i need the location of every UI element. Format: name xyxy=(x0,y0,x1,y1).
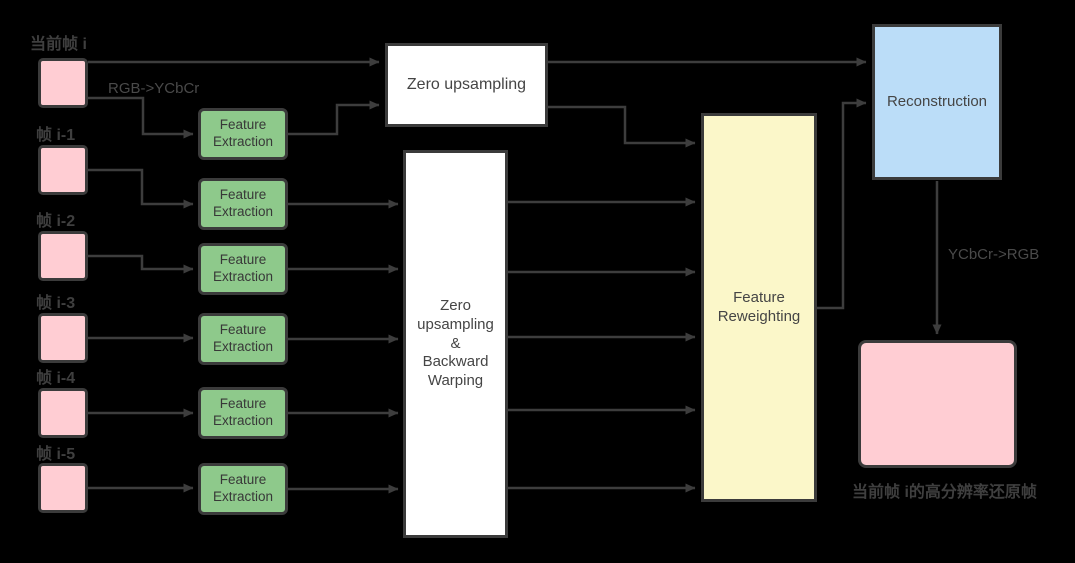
feature-extraction-box-0: Feature Extraction xyxy=(198,108,288,160)
edge-reweighting-to-reconstruction xyxy=(817,98,867,310)
zero-upsampling-backward-warping-box: Zero upsampling & Backward Warping xyxy=(403,150,508,538)
frame-box-i5 xyxy=(38,463,88,513)
edge-zero-upsampling-to-feature-reweighting xyxy=(548,105,696,148)
frame-box-current xyxy=(38,58,88,108)
feature-reweighting-box: Feature Reweighting xyxy=(701,113,817,502)
frame-label-i5: 帧 i-5 xyxy=(36,446,76,463)
frame-label-i4: 帧 i-4 xyxy=(36,370,76,387)
feature-extraction-box-3: Feature Extraction xyxy=(198,313,288,365)
zero-upsampling-box: Zero upsampling xyxy=(385,43,548,127)
reconstruction-box: Reconstruction xyxy=(872,24,1002,180)
edge-frame-i1-to-feature-extraction-1 xyxy=(88,168,194,209)
frame-label-current: 当前帧 i xyxy=(30,36,87,53)
frame-label-i2: 帧 i-2 xyxy=(36,213,76,230)
rgb-to-ycbcr-label: RGB->YCbCr xyxy=(108,80,200,97)
feature-extraction-box-4: Feature Extraction xyxy=(198,387,288,439)
frame-box-i1 xyxy=(38,145,88,195)
edge-feature-extraction-0-to-zero-upsampling xyxy=(288,100,380,136)
ycbcr-to-rgb-label: YCbCr->RGB xyxy=(948,246,1040,263)
frame-box-i3 xyxy=(38,313,88,363)
output-frame-box xyxy=(858,340,1017,468)
frame-box-i4 xyxy=(38,388,88,438)
edge-frame-i-to-feature-extraction-0 xyxy=(88,96,194,139)
feature-extraction-box-1: Feature Extraction xyxy=(198,178,288,230)
output-frame-caption: 当前帧 i的高分辨率还原帧 xyxy=(852,484,1037,501)
feature-extraction-box-2: Feature Extraction xyxy=(198,243,288,295)
feature-extraction-box-5: Feature Extraction xyxy=(198,463,288,515)
frame-box-i2 xyxy=(38,231,88,281)
edge-frame-i2-to-feature-extraction-2 xyxy=(88,254,194,274)
frame-label-i1: 帧 i-1 xyxy=(36,127,76,144)
frame-label-i3: 帧 i-3 xyxy=(36,295,76,312)
